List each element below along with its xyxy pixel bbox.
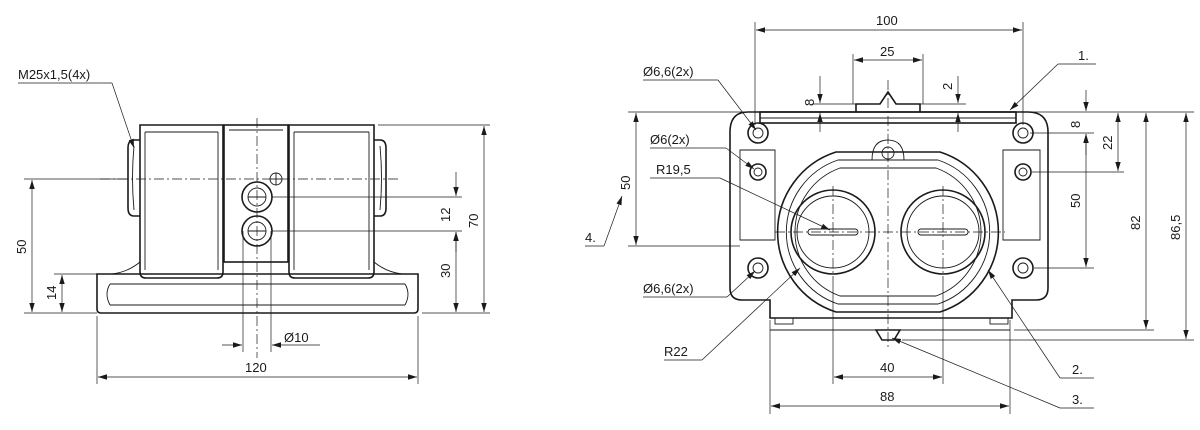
dim-diameter-10: Ø10 <box>284 330 309 345</box>
left-thread-boss <box>127 139 140 217</box>
left-view: M25x1,5(4x) 50 14 120 Ø10 70 30 12 <box>14 67 490 384</box>
hole-mid-right <box>1014 163 1032 181</box>
dim-height-50-right: 50 <box>1068 194 1083 208</box>
gasket-outer <box>776 151 1000 313</box>
callout-hole-66-top: Ø6,6(2x) <box>643 64 694 79</box>
dim-height-50-left: 50 <box>618 176 633 190</box>
dim-width-100: 100 <box>876 13 898 28</box>
hole-bottom-left <box>747 257 769 279</box>
left-housing <box>139 124 224 279</box>
item-label-4: 4. <box>585 230 596 245</box>
front-housing <box>729 111 1049 319</box>
right-housing <box>288 124 375 279</box>
dim-height-22: 22 <box>1100 136 1115 150</box>
dim-height-70: 70 <box>466 214 481 228</box>
right-view: 100 25 8 2 8 22 50 82 86,5 <box>585 13 1194 414</box>
callout-hole-66-bottom: Ø6,6(2x) <box>643 281 694 296</box>
hole-mid-left <box>749 163 767 181</box>
dim-height-82: 82 <box>1128 216 1143 230</box>
dim-height-86-5: 86,5 <box>1168 215 1183 240</box>
item-label-3: 3. <box>1072 392 1083 407</box>
dim-height-2: 2 <box>940 83 955 90</box>
dim-width-120: 120 <box>245 360 267 375</box>
dim-height-14: 14 <box>44 286 59 300</box>
dim-width-40: 40 <box>880 360 894 375</box>
dim-height-8-left: 8 <box>802 99 817 106</box>
dim-height-8-right: 8 <box>1068 121 1083 128</box>
hole-bottom-right <box>1012 257 1034 279</box>
right-thread-boss <box>374 139 387 217</box>
item-label-2: 2. <box>1072 362 1083 377</box>
dim-width-25: 25 <box>880 44 894 59</box>
dim-spacing-12: 12 <box>438 208 453 222</box>
hole-top-left <box>747 122 769 144</box>
base-plate <box>96 273 419 314</box>
middle-block <box>223 124 289 263</box>
dim-height-30: 30 <box>438 264 453 278</box>
callout-radius-195: R19,5 <box>656 162 691 177</box>
thread-callout: M25x1,5(4x) <box>18 67 90 82</box>
dim-width-88: 88 <box>880 389 894 404</box>
callout-radius-22: R22 <box>664 344 688 359</box>
dim-height-50: 50 <box>14 240 29 254</box>
item-label-1: 1. <box>1078 48 1089 63</box>
callout-hole-6: Ø6(2x) <box>650 132 690 147</box>
